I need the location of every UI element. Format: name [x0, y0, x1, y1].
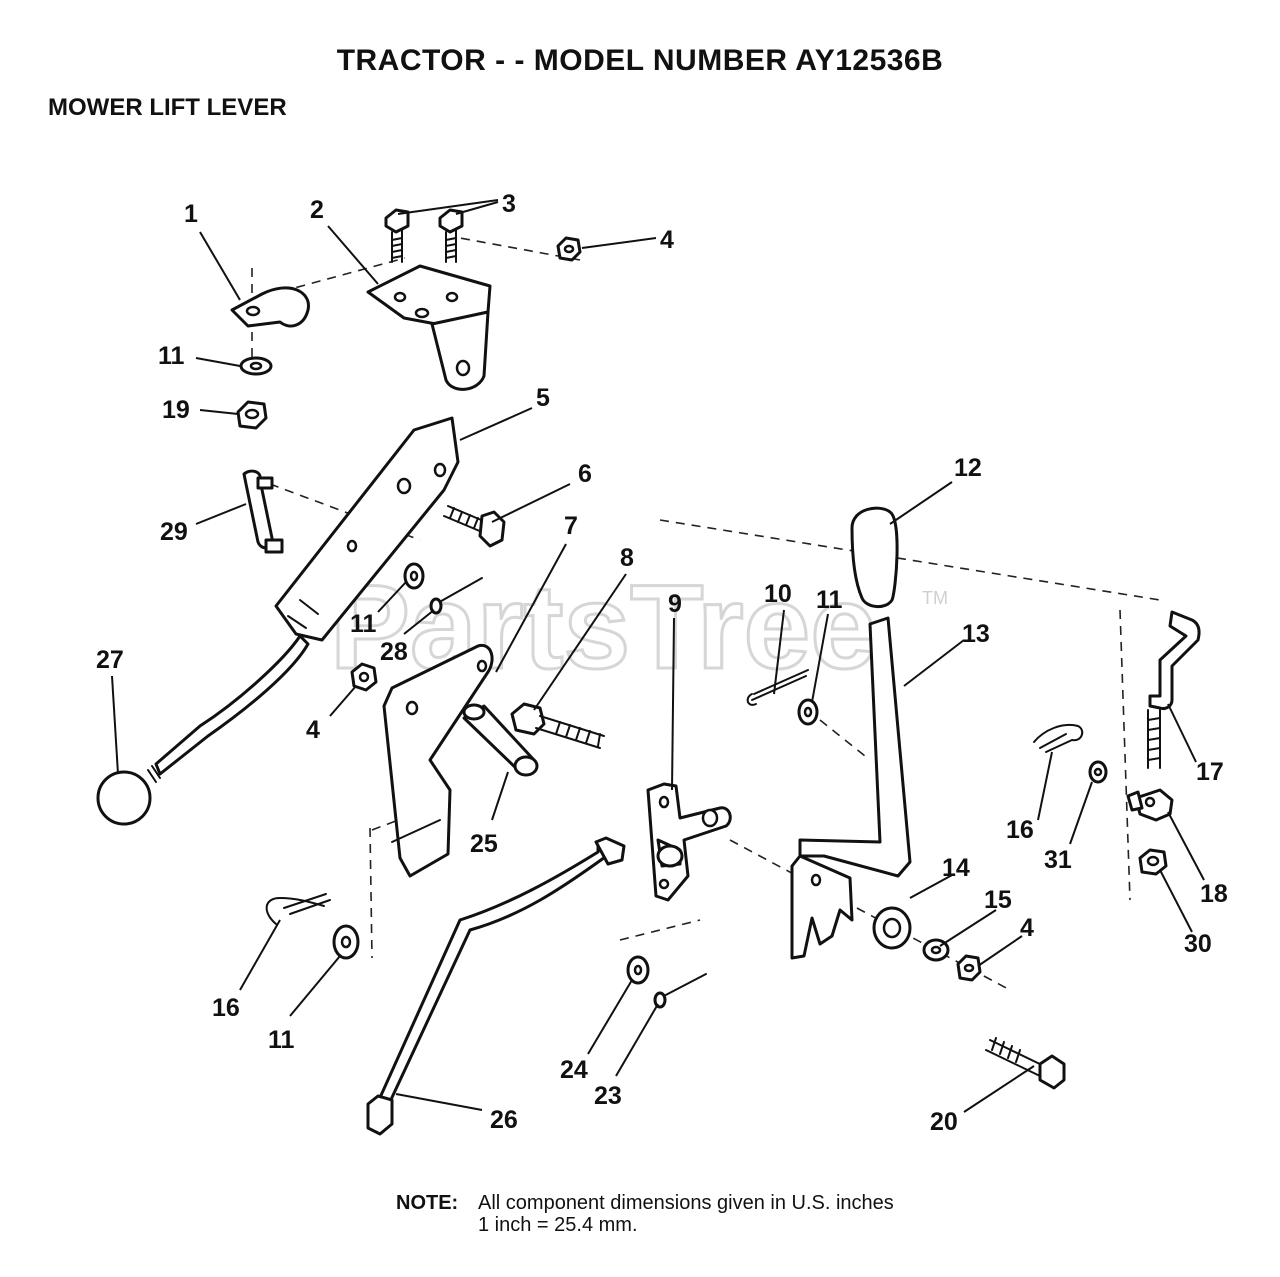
part-4-nut-left [350, 662, 378, 692]
leader-lines [111, 199, 1205, 1113]
callout-16-left: 16 [212, 994, 240, 1022]
part-17-rod [1147, 610, 1201, 769]
callout-31: 31 [1044, 846, 1072, 874]
part-24-washer [626, 955, 650, 985]
part-4-nut-top [556, 236, 582, 262]
note-label: NOTE: [396, 1192, 459, 1214]
callout-10: 10 [764, 580, 792, 608]
part-2-bracket [366, 264, 492, 391]
callout-28: 28 [380, 638, 408, 666]
part-27-rod-and-knob [96, 634, 310, 826]
page-title: TRACTOR - - MODEL NUMBER AY12536B [336, 44, 944, 77]
part-7-plate [382, 643, 494, 878]
part-9-bracket [646, 782, 732, 902]
callout-15: 15 [984, 886, 1012, 914]
callout-7: 7 [564, 512, 578, 540]
note-line-2: 1 inch = 25.4 mm. [478, 1214, 638, 1236]
part-11-washer-right [797, 698, 819, 726]
callout-4-top: 4 [660, 226, 674, 254]
note: NOTE: All component dimensions given in U… [396, 1192, 894, 1236]
part-31-washer [1088, 760, 1108, 784]
callout-11-top: 11 [158, 342, 185, 370]
callout-20: 20 [930, 1108, 958, 1136]
callout-1: 1 [184, 200, 198, 228]
part-30-nut [1138, 848, 1168, 876]
callout-11-right: 11 [816, 586, 843, 614]
part-13-lever [790, 616, 912, 960]
callout-11-mid: 11 [350, 610, 377, 638]
callout-11-bottom: 11 [268, 1026, 295, 1054]
part-12-handle-grip [850, 506, 899, 608]
callout-3: 3 [502, 190, 516, 218]
callout-5: 5 [536, 384, 550, 412]
callout-17: 17 [1196, 758, 1224, 786]
part-3-bolts [384, 208, 464, 263]
part-11-washer-bottom [332, 924, 360, 960]
callout-26: 26 [490, 1106, 518, 1134]
callout-12: 12 [954, 454, 982, 482]
part-8-long-bolt [510, 702, 605, 749]
part-26-rod [366, 836, 626, 1136]
callout-9: 9 [668, 590, 682, 618]
callout-16-right: 16 [1006, 816, 1034, 844]
callout-27: 27 [96, 646, 124, 674]
part-4-nut-right [956, 954, 982, 982]
part-11-washer-mid [403, 562, 425, 590]
callout-30: 30 [1184, 930, 1212, 958]
note-line-1: All component dimensions given in U.S. i… [478, 1192, 894, 1214]
part-10-cotter-pin [746, 669, 809, 706]
part-11-washer-top [239, 356, 273, 376]
part-18-swivel [1126, 788, 1174, 822]
callout-4-right: 4 [1020, 914, 1034, 942]
callout-25: 25 [470, 830, 498, 858]
part-25-spacer [462, 703, 539, 777]
part-1-clip [230, 286, 310, 328]
callout-4-left: 4 [306, 716, 320, 744]
callout-13: 13 [962, 620, 990, 648]
part-16-hairpin-right [1033, 724, 1084, 753]
part-6-bolt [443, 505, 506, 548]
callout-19: 19 [162, 396, 190, 424]
callout-8: 8 [620, 544, 634, 572]
part-20-bolt [985, 1037, 1066, 1090]
callout-24: 24 [560, 1056, 588, 1084]
part-23-pin [653, 973, 707, 1009]
callout-14: 14 [942, 854, 970, 882]
callout-23: 23 [594, 1082, 622, 1110]
callout-2: 2 [310, 196, 324, 224]
part-16-hairpin-left [265, 893, 331, 925]
watermark-tm: TM [922, 588, 948, 608]
part-14-bushing [872, 906, 912, 950]
callout-18: 18 [1200, 880, 1228, 908]
part-29-link [242, 469, 284, 554]
callout-29: 29 [160, 518, 188, 546]
callout-6: 6 [578, 460, 592, 488]
callout-labels: 1 2 3 4 11 19 5 6 29 7 8 12 11 28 27 4 9… [96, 190, 1228, 1136]
section-title: MOWER LIFT LEVER [48, 94, 287, 121]
part-19-nut [236, 400, 268, 430]
